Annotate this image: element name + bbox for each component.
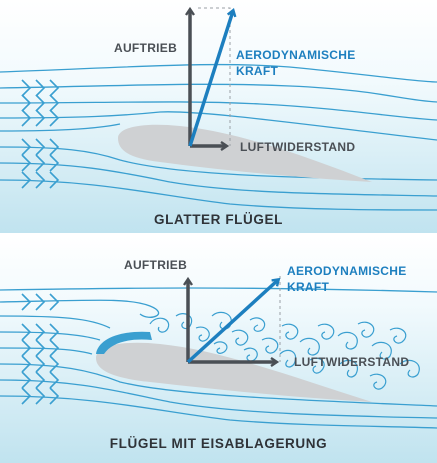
ice-deposit: [96, 331, 152, 354]
airflow-streamlines: [0, 63, 437, 211]
smooth-wing-diagram: [0, 0, 437, 233]
background: [0, 236, 437, 463]
panel-divider: [0, 233, 437, 236]
inflow-arrows: [21, 293, 60, 405]
background: [0, 0, 437, 233]
wing-airfoil: [96, 342, 372, 402]
aerodynamic-force-vector: [186, 277, 281, 364]
aerodynamic-force-vector: [188, 7, 237, 147]
turbulence-eddies: [149, 311, 420, 390]
aero-force-label-line2: KRAFT: [287, 280, 330, 294]
wing-airfoil: [118, 124, 372, 182]
aero-force-label-line2: KRAFT: [236, 64, 279, 78]
iced-wing-diagram: [0, 236, 437, 463]
lift-label: AUFTRIEB: [124, 258, 188, 272]
lift-label: AUFTRIEB: [114, 41, 178, 55]
aero-force-label-line1: AERODYNAMISCHE: [236, 48, 356, 62]
inflow-arrows: [21, 79, 60, 189]
iced-wing-panel: AUFTRIEB AERODYNAMISCHE KRAFT LUFTWIDERS…: [0, 236, 437, 463]
panel-caption: FLÜGEL MIT EISABLAGERUNG: [109, 436, 328, 451]
drag-label: LUFTWIDERSTAND: [294, 355, 410, 369]
airflow-streamlines: [0, 287, 437, 429]
panel-caption: GLATTER FLÜGEL: [154, 212, 283, 227]
smooth-wing-panel: AUFTRIEB AERODYNAMISCHE KRAFT LUFTWIDERS…: [0, 0, 437, 233]
drag-label: LUFTWIDERSTAND: [240, 140, 356, 154]
aero-force-label-line1: AERODYNAMISCHE: [287, 264, 407, 278]
